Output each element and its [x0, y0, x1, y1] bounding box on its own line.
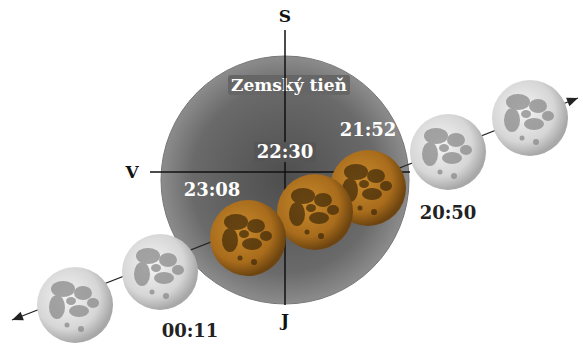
time-label: 20:50	[419, 203, 478, 223]
direction-letter: S	[278, 7, 292, 26]
moon	[277, 174, 353, 250]
direction-letter: J	[280, 311, 290, 330]
moon	[330, 150, 406, 226]
time-label: 21:52	[339, 120, 398, 140]
moon	[492, 80, 568, 156]
time-label: 22:30	[254, 142, 317, 162]
moon	[210, 200, 286, 276]
time-label: 23:08	[183, 180, 242, 200]
time-label: 00:11	[161, 321, 220, 341]
direction-letter: V	[124, 163, 139, 182]
shadow-title: Zemský tieň	[228, 75, 350, 95]
moon	[122, 234, 198, 310]
moon	[410, 114, 486, 190]
moon	[37, 267, 113, 343]
